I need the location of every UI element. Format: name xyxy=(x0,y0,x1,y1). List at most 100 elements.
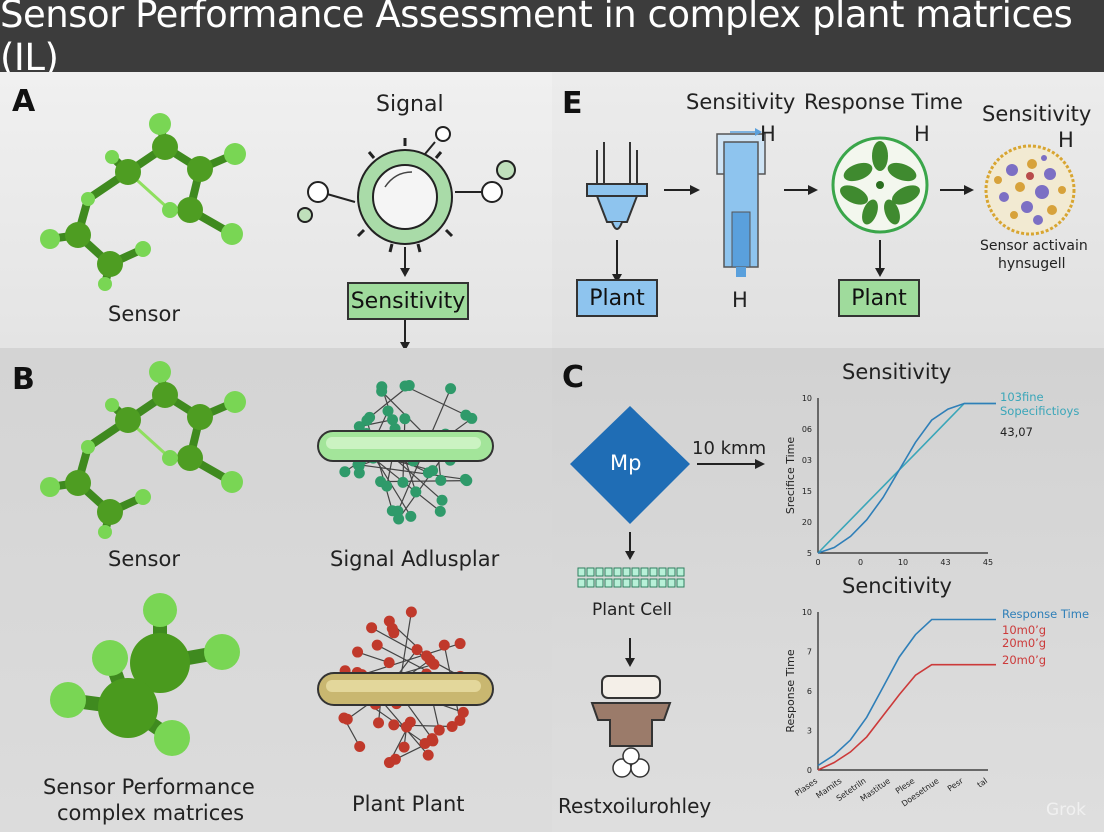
plant-plant-label: Plant Plant xyxy=(352,792,465,816)
cluster-particle xyxy=(393,513,405,525)
chart-y-tick: 5 xyxy=(807,549,812,558)
chart-y-tick: 06 xyxy=(802,425,812,434)
cluster-particle xyxy=(445,383,457,395)
page-title-bar: Sensor Performance Assessment in complex… xyxy=(0,0,1104,79)
cluster-particle xyxy=(341,713,353,725)
cluster-particle xyxy=(364,411,376,423)
signal-display-label: Signal Adlusplar xyxy=(330,547,500,571)
cluster-particle xyxy=(398,741,410,753)
cluster-particle xyxy=(388,719,400,731)
panel-letter-e: E xyxy=(562,86,583,121)
cell-block xyxy=(613,567,622,577)
sensitivity-label: Sensitivity xyxy=(686,90,796,114)
cluster-particle xyxy=(389,753,401,765)
cluster-particle xyxy=(397,476,409,488)
chart-series-line xyxy=(817,402,996,554)
cluster-particle xyxy=(411,644,423,656)
cluster-particle xyxy=(428,658,440,670)
response-time-label: Response Time xyxy=(804,90,963,114)
electrode-icon xyxy=(586,142,648,283)
h-label-1: H xyxy=(760,122,776,146)
cluster-particle xyxy=(381,480,393,492)
chart-legend-label: 20m0’g xyxy=(1002,653,1046,667)
chart-legend-label: 20m0’g xyxy=(1002,636,1046,650)
chart-legend-label: Response Time xyxy=(1002,607,1089,621)
panel-a: A xyxy=(0,72,552,351)
cell-block xyxy=(586,567,595,577)
signal-ring-icon xyxy=(297,126,516,351)
plant-cell-grid-icon xyxy=(577,567,685,588)
cluster-particle xyxy=(371,639,383,651)
restriction-device-icon xyxy=(590,675,672,778)
h-label-2: H xyxy=(914,122,930,146)
cell-block xyxy=(676,578,685,588)
chart-x-tick: 0 xyxy=(815,558,820,567)
panel-a-graphics xyxy=(40,113,516,351)
chart-y-label: Response Time xyxy=(784,649,797,732)
h-label-3: H xyxy=(1058,128,1074,152)
cluster-particle xyxy=(419,737,431,749)
chart-y-tick: 7 xyxy=(807,648,812,657)
panel-b-graphics xyxy=(40,361,494,769)
cell-block xyxy=(631,567,640,577)
chart-y-tick: 10 xyxy=(802,608,812,617)
panel-letter-b: B xyxy=(12,362,35,397)
panel-letter-c: C xyxy=(562,360,585,395)
cell-block xyxy=(676,567,685,577)
cell-block xyxy=(613,578,622,588)
cell-block xyxy=(586,578,595,588)
cluster-particle xyxy=(405,606,417,618)
cluster-particle xyxy=(353,421,365,433)
plant-box-1: Plant xyxy=(576,279,658,317)
cell-block xyxy=(622,567,631,577)
cell-block xyxy=(577,578,586,588)
cluster-particle xyxy=(399,380,411,392)
chart-x-tick: Pesr xyxy=(946,776,966,793)
diamond-label: Mp xyxy=(610,451,642,475)
cluster-particle xyxy=(422,749,434,761)
sensor-label-2: Sensor xyxy=(108,547,180,571)
sensor-molecule-icon-2 xyxy=(49,371,237,533)
chart-x-tick: 10 xyxy=(898,558,908,567)
cell-block xyxy=(640,567,649,577)
plant-cell-label: Plant Cell xyxy=(592,600,673,620)
cluster-particle xyxy=(434,505,446,517)
chart-legend-label: 103fine xyxy=(1000,390,1044,404)
chart-series-line xyxy=(817,402,996,554)
cell-block xyxy=(667,578,676,588)
cluster-particle xyxy=(460,409,472,421)
chart-series-line xyxy=(817,663,996,771)
chart-y-label: Srecifice Time xyxy=(784,437,797,515)
panel-b: B xyxy=(0,348,552,832)
sensor-label: Sensor xyxy=(108,302,180,326)
cluster-particle xyxy=(454,638,466,650)
cluster-link xyxy=(357,464,466,480)
cell-block xyxy=(658,567,667,577)
chart2-title: Sencitivity xyxy=(842,574,952,598)
cluster-particle xyxy=(422,467,434,479)
cell-block xyxy=(631,578,640,588)
cluster-particle xyxy=(461,475,473,487)
plant-leaf-circle-icon xyxy=(831,136,929,277)
cluster-particle xyxy=(405,510,417,522)
chart-x-tick: 0 xyxy=(858,558,863,567)
chart-y-tick: 20 xyxy=(802,518,812,527)
cluster-link xyxy=(404,385,467,416)
chart-series-line xyxy=(817,618,996,767)
chart1-title: Sensitivity xyxy=(842,360,952,384)
cell-block xyxy=(595,578,604,588)
sensor-atoms xyxy=(40,113,246,291)
large-molecule-icon xyxy=(50,593,240,756)
plant-box-2: Plant xyxy=(838,279,920,317)
cell-block xyxy=(604,567,613,577)
panel-e: E xyxy=(552,72,1104,348)
grok-watermark: Grok xyxy=(1045,800,1086,820)
cluster-particle xyxy=(401,721,413,733)
signal-label: Signal xyxy=(376,92,444,117)
chart-x-tick: tal xyxy=(976,776,990,789)
cell-block xyxy=(595,567,604,577)
